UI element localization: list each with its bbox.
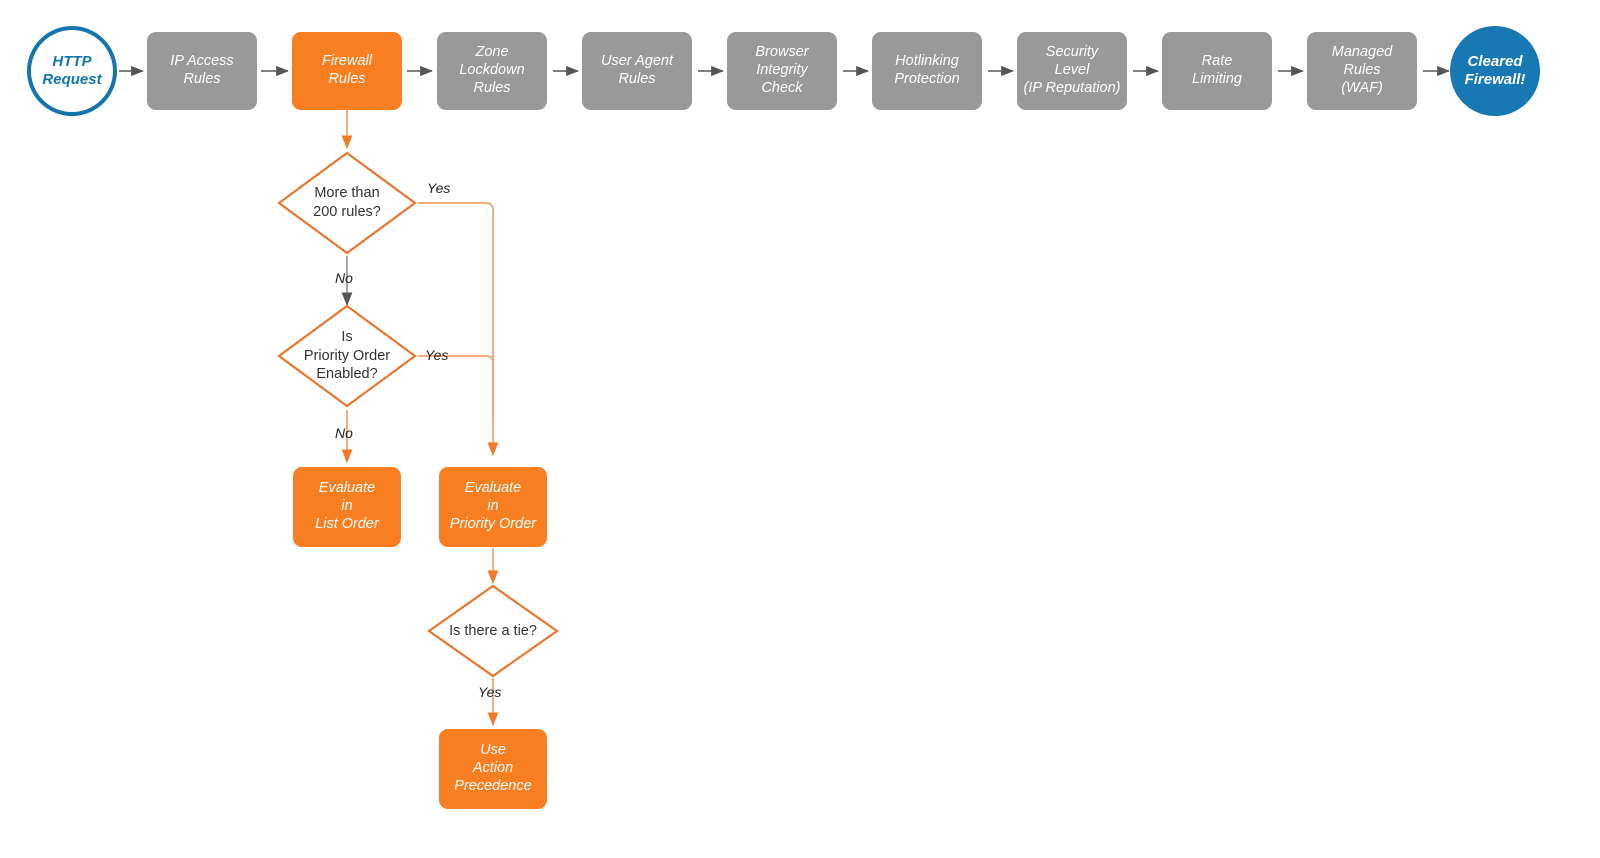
node-evaluate-in-priority-order-label: Evaluate in Priority Order (449, 480, 537, 532)
decision-priority-order-enabled[interactable]: Is Priority Order Enabled? (277, 304, 417, 408)
node-hotlinking-protection-label: Hotlinking Protection (894, 53, 960, 87)
terminator-http-request-label: HTTP Request (42, 52, 102, 88)
node-zone-lockdown-rules-label: Zone Lockdown Rules (459, 44, 525, 96)
node-evaluate-in-list-order[interactable]: Evaluate in List Order (293, 467, 401, 547)
node-use-action-precedence[interactable]: Use Action Precedence (439, 729, 547, 809)
decision-more-than-200-rules-label: More than 200 rules? (313, 185, 381, 220)
diamond-shape (427, 584, 559, 678)
edge-label-decision200-yes: Yes (427, 180, 451, 196)
node-evaluate-in-priority-order[interactable]: Evaluate in Priority Order (439, 467, 547, 547)
node-use-action-precedence-label: Use Action Precedence (454, 742, 532, 794)
terminator-cleared-firewall-label: Cleared Firewall! (1464, 52, 1526, 88)
terminator-http-request[interactable]: HTTP Request (27, 26, 117, 116)
node-user-agent-rules[interactable]: User Agent Rules (582, 32, 692, 110)
decision-is-there-a-tie[interactable]: Is there a tie? (427, 584, 559, 678)
node-ip-access-rules[interactable]: IP Access Rules (147, 32, 257, 110)
node-hotlinking-protection[interactable]: Hotlinking Protection (872, 32, 982, 110)
node-firewall-rules-label: Firewall Rules (322, 53, 372, 87)
edge-label-tie-yes: Yes (478, 684, 502, 700)
node-rate-limiting-label: Rate Limiting (1192, 53, 1242, 87)
edge-label-priority-no: No (335, 425, 353, 441)
node-security-level[interactable]: Security Level (IP Reputation) (1017, 32, 1127, 110)
node-security-level-label: Security Level (IP Reputation) (1023, 44, 1121, 96)
node-managed-rules-waf-label: Managed Rules (WAF) (1331, 44, 1393, 96)
edge-label-priority-yes: Yes (425, 347, 449, 363)
edge-priority-yes (418, 355, 494, 420)
decision-is-there-a-tie-label: Is there a tie? (449, 622, 537, 639)
decision-more-than-200-rules[interactable]: More than 200 rules? (277, 151, 417, 255)
diamond-shape (277, 151, 417, 255)
terminator-cleared-firewall[interactable]: Cleared Firewall! (1450, 26, 1540, 116)
node-user-agent-rules-label: User Agent Rules (601, 53, 673, 87)
decision-priority-order-enabled-label: Is Priority Order Enabled? (303, 329, 391, 383)
node-managed-rules-waf[interactable]: Managed Rules (WAF) (1307, 32, 1417, 110)
edge-decision200-yes (418, 202, 499, 457)
node-zone-lockdown-rules[interactable]: Zone Lockdown Rules (437, 32, 547, 110)
edge-label-decision200-no: No (335, 270, 353, 286)
node-browser-integrity-check[interactable]: Browser Integrity Check (727, 32, 837, 110)
diamond-shape (277, 304, 417, 408)
node-ip-access-rules-label: IP Access Rules (170, 53, 234, 87)
node-firewall-rules[interactable]: Firewall Rules (292, 32, 402, 110)
node-rate-limiting[interactable]: Rate Limiting (1162, 32, 1272, 110)
node-browser-integrity-check-label: Browser Integrity Check (755, 44, 809, 96)
node-evaluate-in-list-order-label: Evaluate in List Order (315, 480, 379, 532)
